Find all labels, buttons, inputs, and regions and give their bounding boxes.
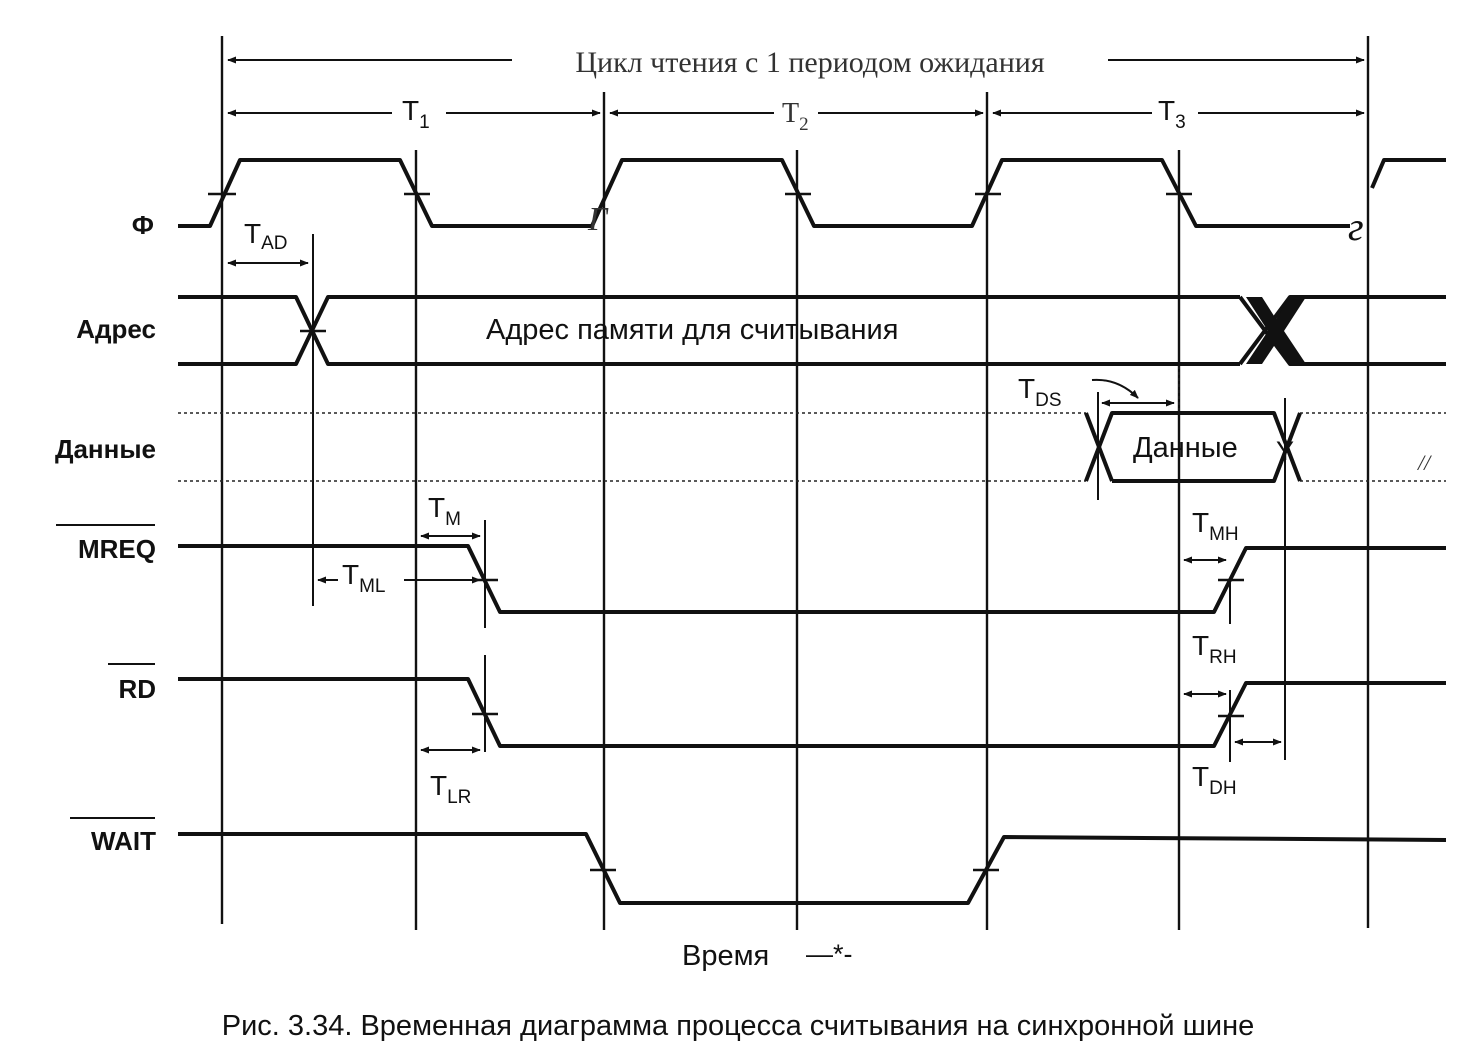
figure-caption: Рис. 3.34. Временная диаграмма процесса … [222, 1010, 1255, 1042]
rd-signal-label: RD [118, 674, 156, 704]
read-cycle-label: Цикл чтения с 1 периодом ожидания [575, 46, 1044, 79]
tmh-label: TMH [1192, 507, 1239, 545]
data-bus: Данные Y // [178, 411, 1446, 483]
data-end-mark: // [1416, 450, 1432, 475]
tm-label: TM [428, 492, 461, 530]
edge-gridlines [220, 36, 1370, 930]
address-bus-content: Адрес памяти для считывания [486, 314, 898, 346]
rd-waveform [178, 677, 1446, 748]
data-signal-label: Данные [55, 434, 156, 464]
time-axis-label: Время [682, 940, 769, 972]
trh-label: TRH [1192, 630, 1237, 668]
time-axis: Время —*- [682, 939, 853, 972]
wait-signal-label: WAIT [91, 826, 156, 856]
data-y-mark: Y [1276, 436, 1294, 466]
tad-label: TAD [244, 218, 288, 254]
mreq-signal-label: MREQ [78, 534, 156, 564]
period-t3-label: T3 [1158, 95, 1186, 133]
address-signal-label: Адрес [76, 314, 156, 344]
address-change-mark [1246, 297, 1306, 364]
timing-parameters: TAD TDS TM TML TMH TRH [227, 218, 1282, 808]
handwritten-g-lower: г [1348, 204, 1364, 249]
tlr-label: TLR [430, 770, 471, 808]
period-t2-label: T2 [782, 98, 809, 135]
tml-label: TML [342, 559, 386, 597]
period-t1-label: T1 [402, 95, 430, 133]
clock-waveform: Г г [178, 158, 1446, 249]
wait-waveform [178, 832, 1447, 905]
period-spans: T1 T2 T3 [227, 95, 1365, 135]
address-bus: Адрес памяти для считывания [178, 295, 1446, 366]
clock-signal-label: Ф [132, 210, 154, 240]
tds-label: TDS [1018, 373, 1062, 411]
data-bus-content: Данные [1133, 432, 1238, 464]
handwritten-g-upper: Г [587, 201, 609, 238]
signal-labels: Ф Адрес Данные MREQ RD WAIT [55, 210, 156, 856]
time-axis-arrow: —*- [806, 939, 853, 969]
read-cycle-span: Цикл чтения с 1 периодом ожидания [227, 46, 1365, 79]
tdh-label: TDH [1192, 761, 1237, 799]
